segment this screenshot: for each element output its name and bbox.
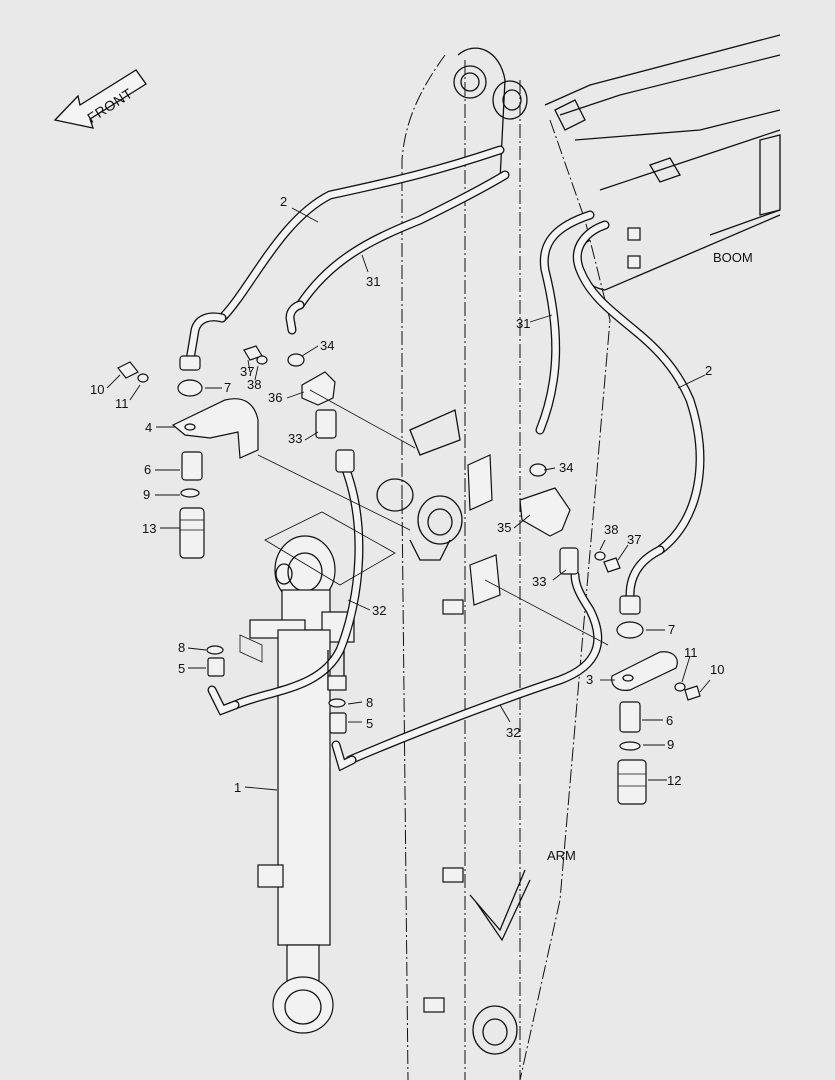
callout-34-right: 34 xyxy=(559,460,573,475)
callout-36: 36 xyxy=(268,390,282,405)
callout-numbers: 1 2 2 3 4 5 5 6 6 7 7 8 8 9 9 10 10 11 1… xyxy=(90,194,724,795)
callout-37-left: 37 xyxy=(240,364,254,379)
callout-5-mid: 5 xyxy=(366,716,373,731)
front-direction-arrow: FRONT xyxy=(53,69,147,129)
callout-31-right: 31 xyxy=(516,316,530,331)
callout-9-left: 9 xyxy=(143,487,150,502)
leader-lines xyxy=(106,207,711,791)
boom-structure xyxy=(544,34,781,291)
callout-38-right: 38 xyxy=(604,522,618,537)
callout-11-left: 11 xyxy=(115,396,129,411)
callout-2-right: 2 xyxy=(705,363,712,378)
callout-10-left: 10 xyxy=(90,382,104,397)
callout-11-right: 11 xyxy=(684,645,698,660)
callout-7-left: 7 xyxy=(224,380,231,395)
callout-10-right: 10 xyxy=(710,662,724,677)
callout-33-right: 33 xyxy=(532,574,546,589)
arm-cylinder xyxy=(249,535,355,1034)
callout-38-left: 38 xyxy=(247,377,261,392)
callout-1: 1 xyxy=(234,780,241,795)
callout-2-left: 2 xyxy=(280,194,287,209)
callout-12: 12 xyxy=(667,773,681,788)
callout-3: 3 xyxy=(586,672,593,687)
arm-label: ARM xyxy=(547,848,576,863)
right-fittings xyxy=(328,463,701,805)
callout-32-upper: 32 xyxy=(372,603,386,618)
callout-5-left: 5 xyxy=(178,661,185,676)
callout-9-right: 9 xyxy=(667,737,674,752)
callout-35: 35 xyxy=(497,520,511,535)
callout-37-right: 37 xyxy=(627,532,641,547)
callout-8-left: 8 xyxy=(178,640,185,655)
callout-34-left: 34 xyxy=(320,338,334,353)
callout-31-left: 31 xyxy=(366,274,380,289)
callout-4: 4 xyxy=(145,420,152,435)
callout-8-mid: 8 xyxy=(366,695,373,710)
callout-7-right: 7 xyxy=(668,622,675,637)
callout-33-left: 33 xyxy=(288,431,302,446)
callout-6-left: 6 xyxy=(144,462,151,477)
hoses xyxy=(185,145,705,765)
left-fittings xyxy=(117,345,355,716)
callout-13: 13 xyxy=(142,521,156,536)
arm-structure xyxy=(376,47,611,1080)
callout-32-lower: 32 xyxy=(506,725,520,740)
callout-6-right: 6 xyxy=(666,713,673,728)
boom-label: BOOM xyxy=(713,250,753,265)
